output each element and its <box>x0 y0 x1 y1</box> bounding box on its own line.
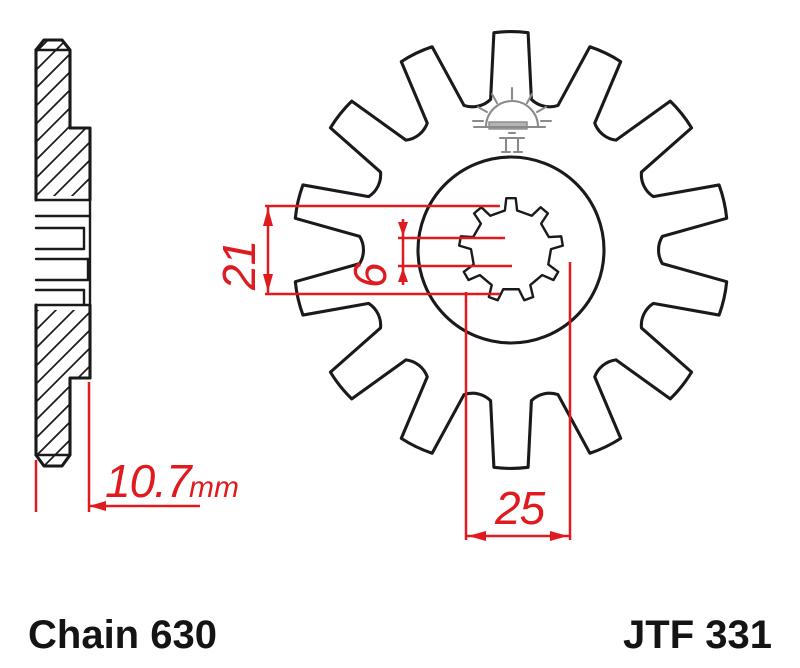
section-hatch-lower <box>36 310 90 466</box>
section-upper-outline <box>34 38 92 202</box>
hub-circle <box>416 155 606 345</box>
logo-ray-4 <box>535 105 548 114</box>
splined-bore <box>457 197 565 302</box>
logo-ray-3 <box>476 105 489 114</box>
side-cross-section-view <box>34 38 92 468</box>
jt-sunrise-logo <box>471 86 553 154</box>
logo-ray-1 <box>490 92 499 105</box>
sprocket-teeth <box>293 30 729 470</box>
logo-sun-base <box>488 121 528 130</box>
dim-label-thickness-unit: mm <box>189 471 239 504</box>
section-spline-band <box>34 198 92 307</box>
arrow-6-top <box>398 222 408 236</box>
dimension-spline-depth: 6 <box>344 219 512 288</box>
dimension-thickness: 10.7 mm <box>34 382 239 512</box>
dim-label-6: 6 <box>344 262 396 288</box>
arrow-6-bottom <box>398 268 408 282</box>
spline-band-outline <box>34 198 92 307</box>
logo-ray-2 <box>525 92 534 105</box>
section-lower-outline <box>34 303 92 468</box>
section-hatch-upper <box>36 40 90 196</box>
logo-jt-monogram <box>498 131 526 154</box>
logo-sun-arc <box>484 99 540 129</box>
dimension-bore-outer: 21 <box>213 204 500 296</box>
dimension-hub-width: 25 <box>464 262 572 541</box>
arrow-25-right <box>550 531 568 541</box>
sprocket-front-view <box>293 30 729 470</box>
dim-label-25: 25 <box>494 482 546 534</box>
arrow-21-top <box>263 208 273 226</box>
dim-label-thickness: 10.7 <box>105 455 193 507</box>
arrow-thickness <box>89 501 106 511</box>
arrow-25-left <box>468 531 486 541</box>
dim-label-21: 21 <box>213 241 265 291</box>
part-number-caption: JTF 331 <box>623 613 772 657</box>
arrow-21-bottom <box>263 274 273 292</box>
chain-caption: Chain 630 <box>28 613 217 657</box>
